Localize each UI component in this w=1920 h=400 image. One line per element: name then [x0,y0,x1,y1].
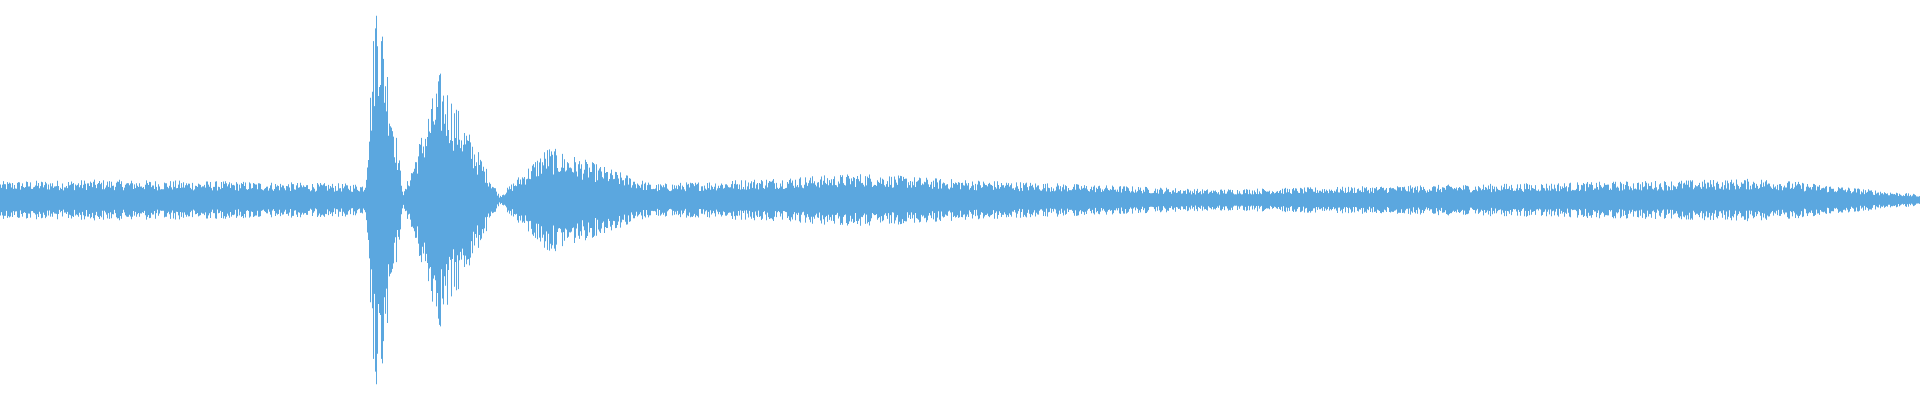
waveform-bars [0,15,1920,385]
